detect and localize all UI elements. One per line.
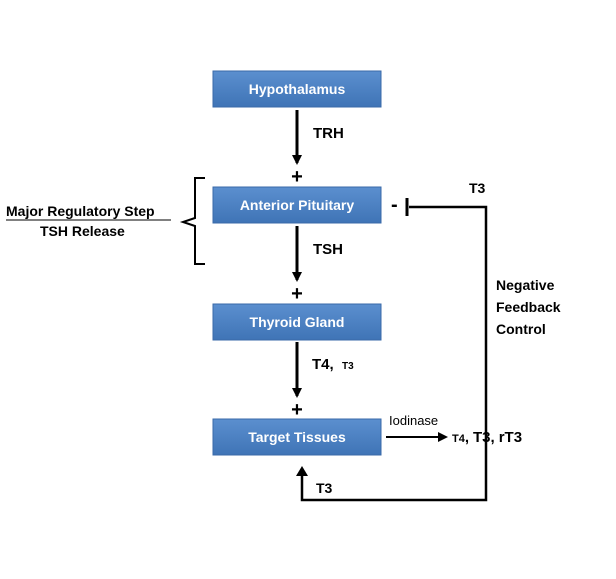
feedback-note-line2: Feedback	[496, 299, 561, 315]
tsh-label: TSH	[313, 241, 343, 258]
plus-sign-pituitary: +	[291, 166, 303, 188]
t3-return-label: T3	[316, 480, 333, 496]
plus-sign-thyroid: +	[291, 283, 303, 305]
product-t4: T4	[452, 433, 466, 445]
negative-feedback-line	[409, 205, 488, 458]
minus-sign-pituitary: -	[391, 194, 398, 216]
anterior-pituitary-node: Anterior Pituitary	[212, 186, 382, 224]
trh-label: TRH	[313, 125, 344, 142]
product-rt3: rT3	[499, 429, 522, 446]
target-tissues-label: Target Tissues	[248, 429, 346, 445]
t3-return-line	[300, 458, 488, 502]
anterior-pituitary-label: Anterior Pituitary	[240, 197, 355, 213]
product-separator-1: ,	[465, 429, 469, 446]
thyroid-gland-node: Thyroid Gland	[212, 303, 382, 341]
t3-small-label: T3	[342, 361, 354, 372]
t3-feedback-label: T3	[469, 180, 486, 196]
t3-return-arrowhead	[296, 466, 308, 476]
hypothalamus-node: Hypothalamus	[212, 70, 382, 108]
hypothalamus-label: Hypothalamus	[249, 81, 346, 97]
t4-label: T4,	[312, 356, 334, 373]
side-note-line1: Major Regulatory Step	[6, 203, 155, 219]
feedback-note-line3: Control	[496, 321, 546, 337]
feedback-note-line1: Negative	[496, 277, 555, 293]
regulatory-bracket	[179, 177, 205, 265]
product-t3: T3	[473, 429, 491, 446]
side-note-line2: TSH Release	[40, 223, 125, 239]
plus-sign-tissues: +	[291, 399, 303, 421]
iodinase-label: Iodinase	[389, 413, 438, 428]
thyroid-gland-label: Thyroid Gland	[250, 314, 345, 330]
target-tissues-node: Target Tissues	[212, 418, 382, 456]
product-separator-2: ,	[491, 429, 495, 446]
